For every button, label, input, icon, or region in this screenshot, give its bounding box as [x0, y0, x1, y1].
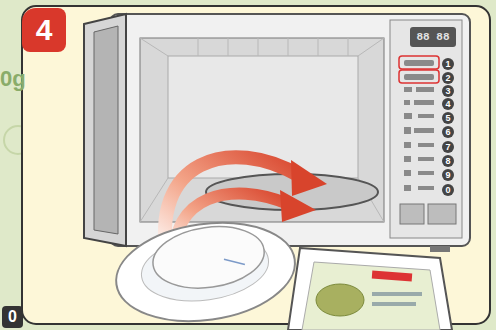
highlight-ring: [399, 70, 439, 83]
highlight-ring: [399, 56, 439, 69]
package-text-lines: [372, 302, 416, 306]
arrow-head: [280, 190, 316, 222]
step-badge: 4: [22, 8, 66, 52]
food-picture: [316, 284, 364, 316]
keypad-number: 2: [442, 72, 454, 84]
door-inner: [94, 26, 118, 234]
package-stripe: [372, 271, 412, 282]
keypad-number: 4: [442, 98, 454, 110]
keypad-number: 5: [442, 112, 454, 124]
oven-display: 88 88: [410, 27, 456, 47]
node-text: 4: [36, 13, 53, 47]
food-package: [288, 248, 452, 330]
keypad-number: 0: [442, 184, 454, 196]
panel-buttons: [400, 60, 456, 224]
keypad-number: 3: [442, 85, 454, 97]
oven-door: [84, 14, 126, 246]
package-text-lines: [372, 292, 422, 296]
keypad-number: 9: [442, 169, 454, 181]
corner-number: 0: [2, 306, 23, 328]
keypad-number: 6: [442, 126, 454, 138]
background-text: 0g: [0, 66, 26, 92]
control-panel: [390, 20, 462, 238]
package-label: [302, 262, 440, 330]
keypad-number: 7: [442, 141, 454, 153]
oven-foot: [430, 246, 450, 252]
keypad-number: 8: [442, 155, 454, 167]
keypad-number: 1: [442, 58, 454, 70]
covered-plate: [110, 212, 302, 330]
node-text: 88 88: [416, 31, 449, 43]
arrow-head: [291, 160, 327, 196]
